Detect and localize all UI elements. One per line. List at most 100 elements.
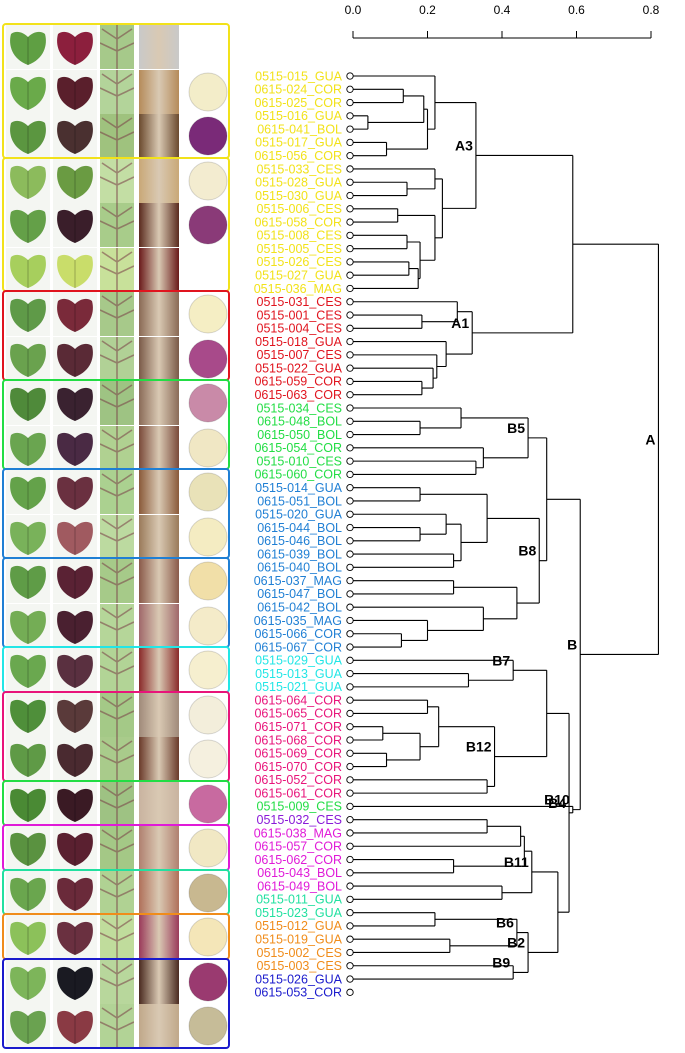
leaf-node-marker	[346, 337, 354, 346]
root-cross-section-photo	[186, 336, 230, 381]
dendrogram-branch	[353, 301, 458, 323]
stem-photo	[139, 603, 179, 648]
dendrogram-branch	[353, 673, 470, 688]
dendrogram-branch	[353, 261, 410, 276]
leaf-node-marker	[346, 85, 354, 93]
axis-tick-label: 0.2	[419, 3, 436, 17]
dendrogram-branch	[353, 699, 429, 714]
leaf-underside-photo	[53, 158, 97, 203]
leaf-node-marker	[346, 829, 354, 837]
leaf-node-marker	[346, 364, 354, 372]
leaf-node-marker	[346, 178, 354, 186]
dendrogram-branch	[353, 526, 421, 542]
photo-row	[4, 470, 230, 514]
leaf-upper-photo	[6, 114, 50, 158]
dendrogram-branch	[353, 367, 434, 389]
leaf-node-marker	[346, 869, 354, 877]
leaf-node-marker	[346, 258, 354, 266]
dendrogram-branch	[528, 871, 559, 954]
stem-photo	[139, 158, 179, 203]
stem-photo	[139, 25, 179, 69]
stem-photo	[139, 692, 179, 737]
stem-photo	[139, 826, 179, 870]
leaf-label: 0615-049_BOL	[257, 879, 342, 893]
leaf-label: 0615-067_COR	[254, 640, 342, 654]
leaf-node-marker	[346, 537, 354, 545]
dendrogram-branch	[353, 407, 462, 429]
leaf-label: 0515-022_GUA	[255, 361, 343, 375]
leaf-upper-photo	[6, 648, 50, 692]
leaf-node-marker	[346, 908, 354, 917]
leaf-node-marker	[346, 723, 354, 731]
leaf-node-marker	[346, 935, 354, 943]
leaf-underside-photo	[53, 247, 97, 292]
clade-label: B4	[548, 795, 566, 811]
specimen-photo-panel	[0, 0, 232, 1052]
leaf-node-marker	[346, 72, 354, 80]
leaf-label: 0515-026_CES	[257, 255, 342, 269]
leaf-label: 0515-012_GUA	[255, 919, 343, 933]
leaf-vein-photo	[99, 737, 135, 781]
leaf-upper-photo	[6, 603, 50, 648]
leaf-node-marker	[346, 922, 354, 930]
leaf-node-marker	[346, 895, 354, 904]
leaf-vein-photo	[99, 781, 135, 826]
stem-photo	[139, 203, 179, 247]
leaf-node-marker	[346, 484, 354, 492]
leaf-upper-photo	[6, 559, 50, 603]
leaf-node-marker	[346, 749, 354, 757]
dendrogram-branch	[353, 633, 402, 648]
photo-row	[4, 69, 230, 114]
leaf-label: 0515-002_CES	[257, 946, 342, 960]
photo-row	[4, 514, 230, 559]
stem-photo	[139, 470, 179, 514]
dendrogram-branch	[472, 154, 574, 334]
leaf-vein-photo	[99, 870, 135, 915]
leaf-upper-photo	[6, 336, 50, 381]
leaf-label: 0615-059_COR	[254, 375, 342, 389]
root-cross-section-photo	[186, 470, 230, 514]
root-cross-section-photo	[186, 514, 230, 559]
stem-photo	[139, 1004, 179, 1048]
leaf-node-marker	[346, 112, 354, 120]
leaf-underside-photo	[53, 114, 97, 158]
leaf-label: 0615-042_BOL	[257, 601, 342, 615]
leaf-vein-photo	[99, 114, 135, 158]
leaf-underside-photo	[53, 470, 97, 514]
leaf-vein-photo	[99, 959, 135, 1004]
leaf-node-marker	[346, 630, 354, 638]
leaf-upper-photo	[6, 781, 50, 826]
leaf-node-marker	[346, 417, 354, 425]
dendrogram-branch	[353, 885, 503, 900]
root-cross-section-photo	[186, 114, 230, 158]
dendrogram-branch	[353, 752, 388, 768]
dendrogram-branch	[420, 493, 488, 544]
leaf-upper-photo	[6, 292, 50, 336]
leaf-label: 0615-056_COR	[254, 149, 342, 163]
root-cross-section-photo	[186, 870, 230, 915]
leaf-node-marker	[346, 683, 354, 691]
photo-row	[4, 781, 230, 826]
root-cross-section-photo	[186, 915, 230, 959]
leaf-vein-photo	[99, 603, 135, 648]
photo-row	[4, 158, 230, 203]
leaf-label: 0615-040_BOL	[257, 561, 342, 575]
root-cross-section-photo	[186, 737, 230, 781]
leaf-vein-photo	[99, 1004, 135, 1048]
leaf-upper-photo	[6, 158, 50, 203]
clade-label: B12	[466, 739, 492, 755]
leaf-node-marker	[346, 271, 354, 279]
dendrogram-branch	[353, 380, 423, 396]
photo-row	[4, 559, 230, 603]
dendrogram-branch	[353, 619, 429, 641]
dendrogram-branch	[353, 513, 447, 535]
photo-row	[4, 114, 230, 158]
leaf-node-marker	[346, 962, 354, 970]
leaf-upper-photo	[6, 826, 50, 870]
clade-label: B8	[518, 543, 536, 559]
axis-tick-label: 0.6	[568, 3, 585, 17]
leaf-vein-photo	[99, 425, 135, 470]
leaf-node-marker	[346, 842, 354, 850]
leaf-vein-photo	[99, 25, 135, 69]
